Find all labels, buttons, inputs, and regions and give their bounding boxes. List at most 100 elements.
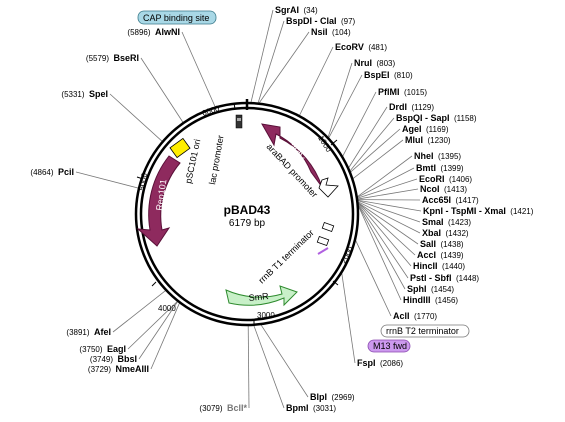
site-position: (34) [303,6,318,15]
site-name: NsiI [311,27,328,37]
site-name: AfeI [94,327,111,337]
site-label: EcoRV (481) [335,37,387,54]
site-name: PciI [58,167,74,177]
ruler-label-6000: 6000 [201,104,221,118]
site-label: SalI (1438) [420,234,464,251]
site-position: (1158) [454,114,477,123]
rep101-label: Rep101 [154,179,168,212]
site-name: EcoRI [419,174,445,184]
site-position: (1454) [431,285,454,294]
site-name: HincII [413,261,438,271]
site-label: PflMI (1015) [378,82,427,99]
cap-binding-site-label: CAP binding site [143,13,209,23]
site-label: NruI (803) [354,53,395,70]
site-position: (1432) [445,229,468,238]
site-name: SmaI [422,217,444,227]
site-name: NruI [354,58,372,68]
rep101-gene-arrow [136,155,181,247]
site-label: KpnI - TspMI - XmaI (1421) [423,201,534,218]
site-label: BpmI (3031) [286,398,336,415]
site-label: HincII (1440) [413,256,465,273]
site-label: (3891) AfeI [66,322,111,339]
site-name: EagI [107,344,126,354]
site-leader-line [356,188,419,200]
ruler-tick-1000 [330,139,338,146]
site-leader-line [357,199,421,223]
site-position: (104) [332,28,351,37]
site-name: XbaI [422,228,441,238]
site-leader-line [127,300,179,350]
site-leader-line [253,324,285,409]
site-label: BspDI - ClaI (97) [286,11,356,28]
ruler-tick-5000 [136,176,144,180]
site-leader-line [327,62,353,139]
site-position: (1440) [442,262,465,271]
site-name: SgrAI [275,5,299,15]
smr-gene-arrow [225,285,298,307]
site-name: AclI [393,311,410,321]
site-label: (3750) EagI [79,339,126,356]
site-position: (2086) [380,359,403,368]
arac-gene-arrow [261,123,323,188]
ruler-label-3000: 3000 [257,311,275,320]
site-position: (1230) [427,136,450,145]
site-leader-line [357,201,416,256]
site-position: (97) [341,17,356,26]
site-label: DrdI (1129) [389,97,434,114]
site-name: DrdI [389,102,407,112]
site-position: (2969) [331,393,354,402]
site-label: (4864) PciI [30,162,74,179]
site-position: (3749) [90,355,113,364]
site-position: (3079) [199,404,222,413]
arabad-promoter-arrow [318,177,339,198]
site-leader-line [357,201,412,267]
site-name: NmeAIII [115,364,149,374]
site-leader-line [258,31,310,104]
site-label: (5331) SpeI [61,84,108,101]
site-name: FspI [357,358,376,368]
site-label: NcoI (1413) [420,179,467,196]
site-position: (1395) [438,152,461,161]
site-label: (5896) AlwNI [127,22,180,39]
site-label: MluI (1230) [405,130,451,147]
site-position: (1413) [444,185,467,194]
site-name: BspEI [364,70,390,80]
site-leader-line [109,93,163,143]
site-name: NcoI [420,184,440,194]
site-leader-line [250,9,274,104]
site-leader-line [357,202,409,279]
site-name: EcoRV [335,42,364,52]
site-label: (5579) BseRI [86,48,139,65]
site-position: (1417) [455,196,478,205]
ruler-label-4000: 4000 [158,304,176,313]
cap-site-marker [237,118,241,121]
site-leader-line [138,300,179,360]
site-name: SalI [420,239,436,249]
site-leader-line [140,57,184,124]
site-position: (5896) [127,28,150,37]
site-leader-line [357,200,421,234]
rrnb-t2-pill [380,324,470,338]
smr-label: SmR [248,291,269,303]
site-name: AccI [417,250,436,260]
site-label: (3749) BbsI [90,349,137,366]
site-leader-line [356,167,415,198]
site-position: (1399) [440,164,463,173]
site-name: BbsI [117,354,137,364]
site-name: BpmI [286,403,309,413]
site-name: NheI [414,151,434,161]
site-name: PflMI [378,87,400,97]
site-name: KpnI - TspMI - XmaI [423,206,506,216]
site-leader-line [341,272,356,364]
site-leader-line [357,201,419,245]
site-label: SmaI (1423) [422,212,471,229]
site-label: (3729) NmeAIII [88,359,149,376]
site-position: (1129) [411,103,434,112]
site-label: NheI (1395) [414,146,461,163]
site-name: Acc65I [422,195,451,205]
site-label: FspI (2086) [357,353,403,370]
site-label: BmtI (1399) [416,158,464,175]
site-label: (3079) BclI* [199,398,247,415]
site-leader-line [257,20,285,104]
